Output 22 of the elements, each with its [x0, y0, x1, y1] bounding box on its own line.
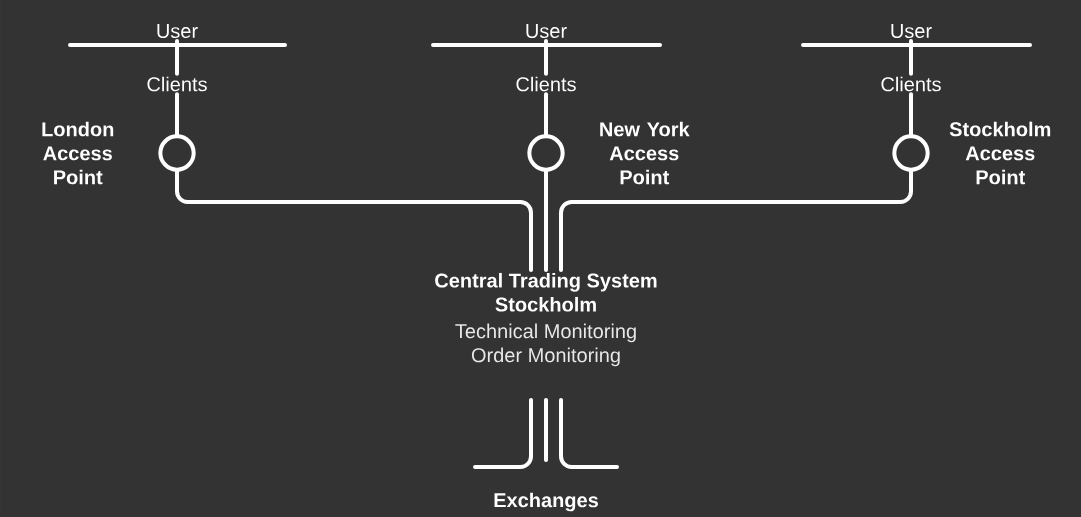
- system-heading: Central Trading System Stockholm: [435, 272, 657, 312]
- connector-line: [559, 169, 913, 272]
- connector-line: [175, 92, 179, 137]
- monitoring-text: Technical Monitoring Order Monitoring: [455, 323, 636, 367]
- exchanges-label: Exchanges: [494, 492, 598, 512]
- clients-label: Clients: [147, 76, 207, 92]
- connector-line: [544, 92, 548, 137]
- connector-line: [68, 39, 287, 76]
- clients-label: Clients: [516, 76, 576, 92]
- access-point-label: Stockholm Access Point: [949, 121, 1051, 185]
- user-label: User: [157, 24, 198, 39]
- user-label: User: [891, 24, 932, 39]
- clients-label: Clients: [881, 76, 941, 92]
- connector-line: [801, 39, 1032, 76]
- access-point-label: London Access Point: [42, 121, 114, 185]
- connector-line: [431, 39, 662, 76]
- connector-line: [909, 92, 913, 137]
- user-label: User: [526, 24, 567, 39]
- connector-line: [544, 398, 548, 462]
- connector-line: [175, 169, 533, 272]
- access-point-label: New York Access Point: [600, 121, 690, 185]
- connector-line: [544, 169, 548, 272]
